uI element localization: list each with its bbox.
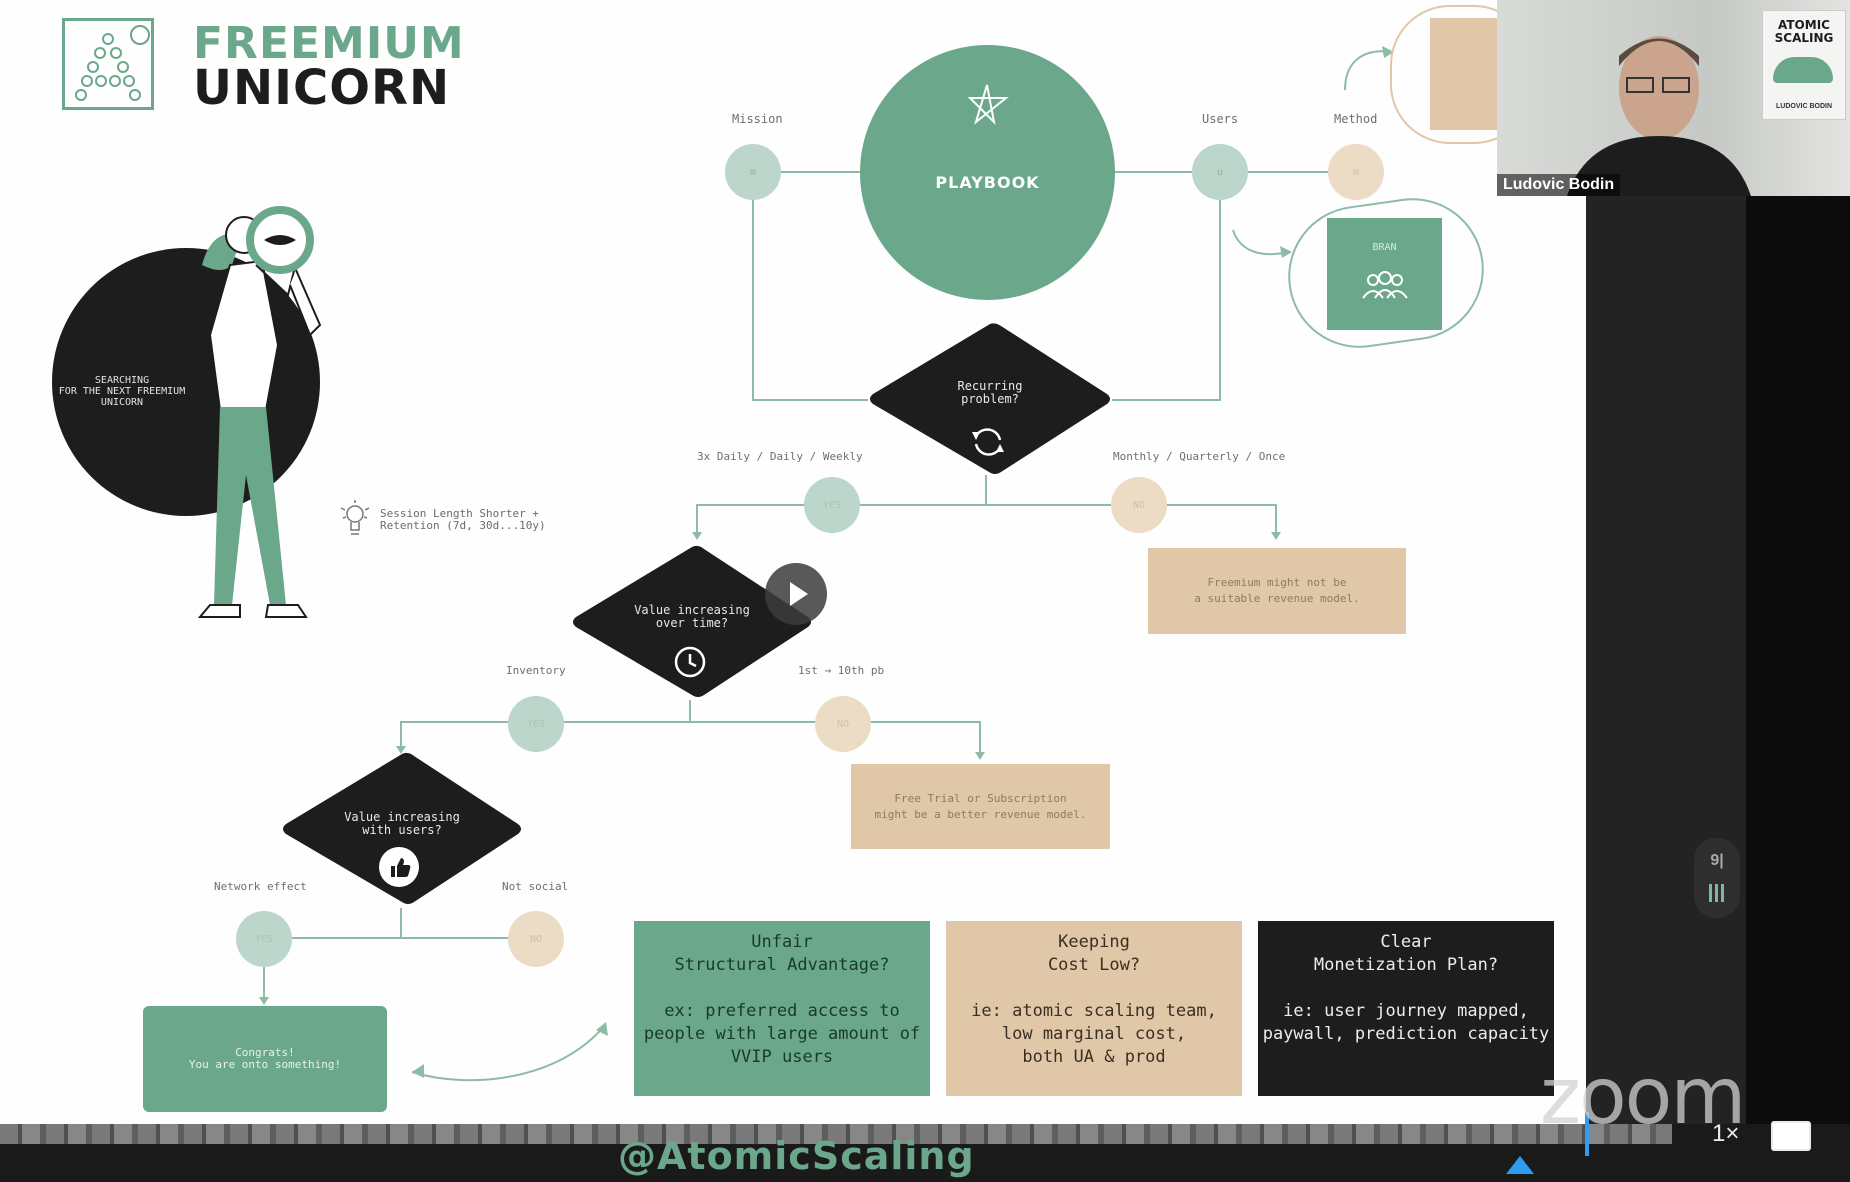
playback-speed[interactable]: 1× — [1712, 1120, 1740, 1147]
value-time-yes-node[interactable]: YES — [508, 696, 564, 752]
value-with-users-text: Value increasing with users? — [344, 810, 460, 837]
bars-icon — [1708, 884, 1726, 902]
brand-logo — [62, 18, 154, 110]
free-trial-box: Free Trial or Subscription might be a be… — [851, 764, 1110, 849]
value-over-time-text: Value increasing over time? — [634, 603, 750, 630]
video-play-button[interactable] — [765, 563, 827, 625]
clock-icon — [674, 646, 706, 678]
refresh-icon — [972, 428, 1004, 456]
value-with-users-diamond[interactable] — [278, 750, 526, 908]
network-effect-label: Network effect — [214, 880, 307, 893]
unfair-advantage-card: Unfair Structural Advantage? ex: preferr… — [634, 921, 930, 1096]
seek-bar[interactable] — [0, 1124, 1672, 1144]
recurring-problem-diamond[interactable] — [865, 320, 1115, 478]
side-control-pill[interactable]: 9| — [1694, 838, 1740, 918]
users-node[interactable]: u — [1192, 144, 1248, 200]
method-label: Method — [1334, 112, 1378, 126]
playbook-label: PLAYBOOK — [935, 173, 1040, 192]
play-icon — [790, 582, 808, 606]
users-label: Users — [1202, 112, 1239, 126]
value-users-no-node[interactable]: NO — [508, 911, 564, 967]
value-time-no-node[interactable]: NO — [815, 696, 871, 752]
twitter-handle: @AtomicScaling — [618, 1134, 975, 1178]
logo-a-icon — [75, 25, 150, 101]
book-author: LUDOVIC BODIN — [1776, 103, 1832, 110]
frequency-low-label: Monthly / Quarterly / Once — [1113, 450, 1286, 463]
congrats-box: Congrats! You are onto something! — [143, 1006, 387, 1112]
frequency-high-label: 3x Daily / Daily / Weekly — [697, 450, 863, 463]
session-length-note: Session Length Shorter + Retention (7d, … — [380, 507, 546, 532]
value-over-time-diamond[interactable] — [568, 543, 816, 701]
hero-circle — [52, 248, 320, 516]
brand-box[interactable]: BRAN — [1327, 218, 1442, 330]
fullscreen-toggle[interactable] — [1771, 1121, 1811, 1151]
zoom-watermark: zoom — [1540, 1052, 1746, 1142]
side-control-label: 9| — [1710, 852, 1724, 869]
book-title: ATOMIC SCALING — [1774, 18, 1834, 45]
book-illustration — [1773, 57, 1833, 83]
hero-label: SEARCHING FOR THE NEXT FREEMIUM UNICORN — [58, 375, 186, 408]
brand-title-line1: FREEMIUM — [193, 18, 465, 69]
mission-label: Mission — [732, 112, 783, 126]
star-icon — [967, 84, 1009, 125]
brand-box-label: BRAN — [1372, 242, 1397, 253]
recurring-no-node[interactable]: NO — [1111, 477, 1167, 533]
recurring-problem-text: Recurring problem? — [957, 379, 1023, 406]
value-users-yes-node[interactable]: YES — [236, 911, 292, 967]
inventory-label: Inventory — [506, 664, 566, 677]
not-social-label: Not social — [502, 880, 569, 893]
brand-title-line2: UNICORN — [193, 60, 451, 116]
speaker-webcam: ATOMIC SCALING LUDOVIC BODIN Ludovic Bod… — [1497, 0, 1850, 196]
method-node[interactable]: m — [1328, 144, 1384, 200]
mission-node[interactable]: m — [725, 144, 781, 200]
monetization-plan-card: Clear Monetization Plan? ie: user journe… — [1258, 921, 1554, 1096]
right-panel — [1586, 196, 1746, 1124]
keeping-cost-low-card: Keeping Cost Low? ie: atomic scaling tea… — [946, 921, 1242, 1096]
freemium-not-suitable-box: Freemium might not be a suitable revenue… — [1148, 548, 1406, 634]
thumbs-up-icon — [379, 847, 419, 887]
recurring-yes-node[interactable]: YES — [804, 477, 860, 533]
triangle-marker-icon[interactable] — [1504, 1154, 1536, 1176]
speaker-name: Ludovic Bodin — [1497, 174, 1621, 196]
book-cover: ATOMIC SCALING LUDOVIC BODIN — [1762, 10, 1846, 120]
searching-person-illustration — [197, 206, 322, 618]
first-to-tenth-label: 1st → 10th pb — [798, 664, 885, 677]
speaker-silhouette — [1567, 36, 1751, 196]
seek-playhead[interactable] — [1585, 1112, 1589, 1156]
people-group-icon — [1362, 271, 1408, 299]
slide-canvas: FREEMIUM UNICORN SEARCHING FOR THE NEXT … — [0, 0, 1586, 1124]
lightbulb-icon — [340, 500, 370, 535]
